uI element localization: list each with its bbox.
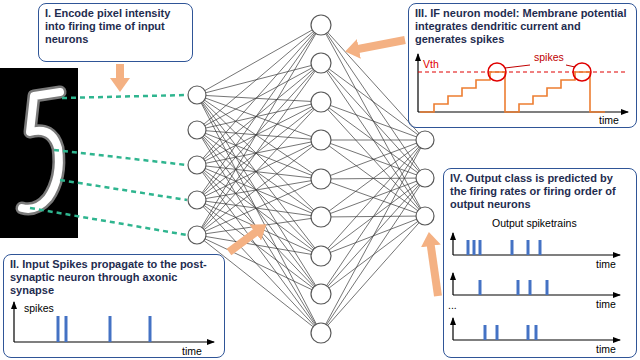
step-box: IV. Output class is predicted by the fir… <box>443 168 637 358</box>
output-neuron <box>416 169 434 187</box>
hidden-neuron <box>311 246 331 266</box>
leader-line <box>566 65 575 67</box>
pointer-arrow <box>430 240 438 296</box>
spike-bar <box>511 240 514 255</box>
pointer-arrow <box>116 64 124 84</box>
output-neuron <box>416 207 434 225</box>
plot-axis <box>452 233 453 255</box>
axis-label: time <box>599 114 619 126</box>
step-heading: I. Encode pixel intensity into firing ti… <box>45 7 186 46</box>
plot-axis <box>452 318 453 340</box>
hidden-neuron <box>311 284 331 304</box>
membrane-potential <box>420 72 605 112</box>
plot-axis <box>453 294 620 295</box>
spike-bar <box>473 240 476 255</box>
hidden-neuron <box>311 53 331 73</box>
axis-label: time <box>596 298 616 310</box>
threshold-line <box>418 71 628 72</box>
pointer-arrow <box>353 40 405 50</box>
synapse-lines <box>197 25 321 333</box>
spike-bar <box>535 325 538 340</box>
pixel-mapping-line <box>30 208 187 235</box>
axis-label: ... <box>448 299 457 311</box>
axis-label: Vth <box>423 58 439 70</box>
hidden-neuron <box>311 15 331 35</box>
input-neuron <box>188 191 206 209</box>
plot-axis <box>452 273 453 295</box>
spike-bar <box>149 316 152 342</box>
axis-label: spikes <box>24 302 54 314</box>
input-neuron <box>188 226 206 244</box>
step-heading: II. Input Spikes propagate to the post-s… <box>10 258 218 297</box>
leader-line <box>505 65 530 68</box>
plot-axis <box>13 302 14 342</box>
plot-axis <box>417 54 418 112</box>
step-box: III. IF neuron model: Membrane potential… <box>408 3 637 128</box>
step-box: I. Encode pixel intensity into firing ti… <box>38 3 193 62</box>
output-neuron <box>416 131 434 149</box>
hidden-neuron <box>311 169 331 189</box>
spike-bar <box>539 240 542 255</box>
spike-bar <box>527 325 530 340</box>
pixel-mapping-line <box>60 180 187 200</box>
spike-bar <box>57 316 60 342</box>
spike-bar <box>546 280 549 295</box>
pointer-arrow <box>229 229 260 252</box>
spike-bar <box>479 280 482 295</box>
spike-bar <box>65 316 68 342</box>
spike-bar <box>517 280 520 295</box>
spike-bar <box>109 316 112 342</box>
hidden-neuron <box>311 130 331 150</box>
step-heading: III. IF neuron model: Membrane potential… <box>415 7 630 46</box>
spike-marker <box>488 63 506 81</box>
input-neuron <box>188 121 206 139</box>
axis-label: spikes <box>534 51 564 63</box>
spike-bar <box>496 325 499 340</box>
axis-label: time <box>596 343 616 355</box>
spike-marker <box>573 63 591 81</box>
axis-label: Output spiketrains <box>492 217 577 229</box>
pixel-mapping-line <box>54 150 187 165</box>
input-neuron <box>188 156 206 174</box>
hidden-neuron <box>311 207 331 227</box>
axis-label: time <box>182 345 202 357</box>
spike-bar <box>479 240 482 255</box>
plot-axis <box>453 254 620 255</box>
axis-label: time <box>596 258 616 270</box>
synapse-lines <box>321 25 425 333</box>
spike-bar <box>529 280 532 295</box>
step-heading: IV. Output class is predicted by the fir… <box>450 172 630 211</box>
hidden-neuron <box>311 92 331 112</box>
spike-bar <box>484 325 487 340</box>
spike-bar <box>527 240 530 255</box>
input-neuron <box>188 86 206 104</box>
step-box: II. Input Spikes propagate to the post-s… <box>3 254 225 358</box>
plot-axis <box>14 341 214 342</box>
pixel-mapping-line <box>62 95 187 98</box>
spike-bar <box>467 240 470 255</box>
hidden-neuron <box>311 323 331 343</box>
digit-image <box>0 68 78 238</box>
